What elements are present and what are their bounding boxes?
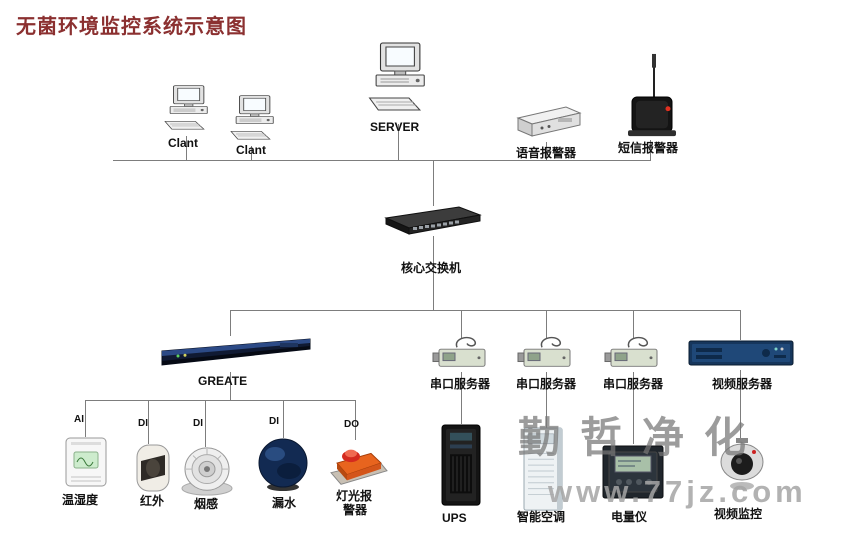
smoke-label: 烟感	[194, 497, 219, 511]
connector-line	[546, 142, 547, 160]
serial-server-icon	[431, 334, 491, 372]
connector-line	[461, 372, 462, 424]
greate-controller-icon	[160, 333, 312, 373]
power-meter-label: 电量仪	[611, 510, 648, 524]
light-alarm-label: 灯光报 警器	[336, 489, 373, 517]
voice-alarm-label: 语音报警器	[516, 146, 577, 160]
connector-line	[355, 400, 356, 440]
light-alarm-icon	[327, 438, 391, 492]
port-do-label: DO	[344, 419, 359, 430]
ups-icon	[434, 423, 488, 509]
connector-line	[650, 140, 651, 160]
server-label: SERVER	[370, 120, 420, 134]
client-computer-icon	[160, 85, 214, 137]
video-server-label: 视频服务器	[712, 377, 773, 391]
serial-server-icon	[516, 334, 576, 372]
port-ai-label: AI	[74, 414, 84, 425]
connector-line	[433, 160, 434, 206]
connector-line	[251, 146, 252, 160]
connector-line	[85, 400, 86, 437]
water-leak-sensor-icon	[255, 437, 311, 493]
connector-line	[186, 136, 187, 160]
connector-line	[113, 160, 651, 161]
video-monitor-label: 视频监控	[714, 507, 763, 521]
connector-line	[740, 370, 741, 438]
temp-humidity-sensor-icon	[63, 436, 109, 490]
connector-line	[230, 310, 740, 311]
client-computer-icon	[226, 95, 280, 147]
connector-line	[148, 400, 149, 444]
video-camera-icon	[716, 436, 768, 496]
connector-line	[461, 310, 462, 338]
core-switch-label: 核心交换机	[401, 261, 462, 275]
port-di-label: DI	[193, 418, 203, 429]
ups-label: UPS	[442, 511, 467, 525]
water-leak-label: 漏水	[272, 496, 297, 510]
connector-line	[230, 372, 231, 400]
connector-line	[230, 310, 231, 336]
connector-line	[283, 400, 284, 438]
greate-label: GREATE	[198, 374, 248, 388]
serial-server1-label: 串口服务器	[430, 377, 491, 391]
connector-line	[633, 372, 634, 444]
video-server-icon	[688, 336, 794, 370]
serial-server2-label: 串口服务器	[516, 377, 577, 391]
infrared-sensor-icon	[130, 443, 176, 493]
connector-line	[433, 236, 434, 310]
smoke-detector-icon	[180, 445, 234, 497]
connector-line	[740, 310, 741, 340]
connector-line	[85, 400, 355, 401]
serial-server-icon	[603, 334, 663, 372]
sms-alarm-icon	[624, 52, 680, 140]
sms-alarm-label: 短信报警器	[618, 141, 679, 155]
serial-server3-label: 串口服务器	[603, 377, 664, 391]
client1-label: Clant	[168, 136, 198, 150]
voice-alarm-icon	[512, 104, 584, 142]
temp-humidity-label: 温湿度	[62, 493, 99, 507]
connector-line	[546, 372, 547, 428]
infrared-label: 红外	[140, 494, 165, 508]
connector-line	[398, 124, 399, 160]
server-computer-icon	[363, 42, 433, 122]
connector-line	[633, 310, 634, 338]
connector-line	[205, 400, 206, 447]
page-title: 无菌环境监控系统示意图	[16, 16, 247, 38]
connector-line	[546, 310, 547, 338]
core-switch-icon	[383, 202, 483, 238]
smart-ac-label: 智能空调	[517, 510, 566, 524]
smart-ac-icon	[519, 426, 569, 514]
port-di-label: DI	[138, 418, 148, 429]
port-di-label: DI	[269, 416, 279, 427]
client2-label: Clant	[236, 143, 266, 157]
power-meter-icon	[601, 442, 665, 502]
